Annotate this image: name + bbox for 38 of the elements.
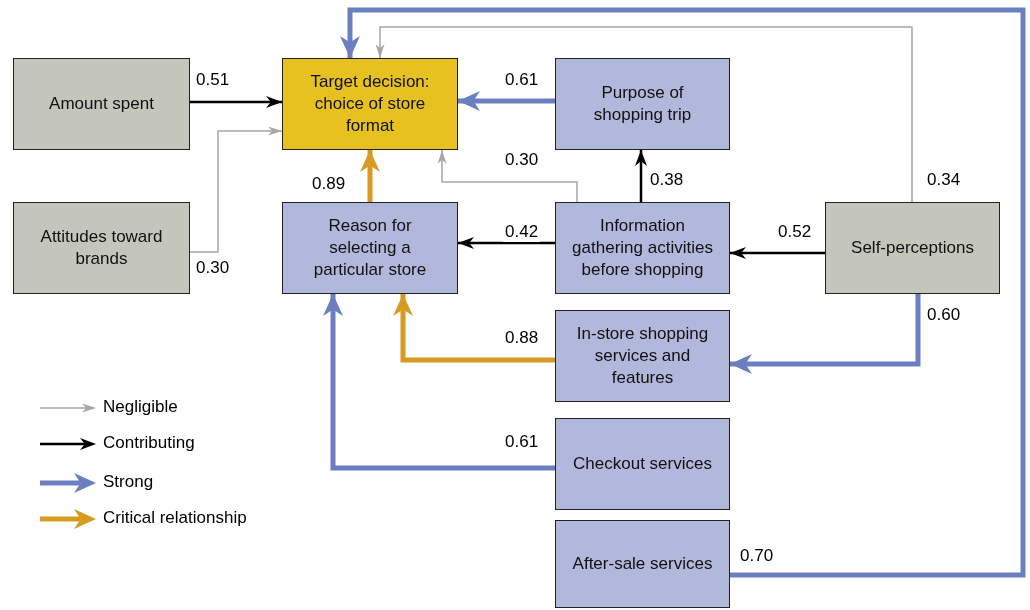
legend-label: Critical relationship <box>103 508 247 528</box>
arrow <box>340 7 1026 578</box>
node-label: Attitudes toward brands <box>39 225 164 270</box>
process-box <box>282 202 458 294</box>
arrow <box>190 96 282 108</box>
node-label: Amount spent <box>49 92 154 115</box>
legend-label: Strong <box>103 472 154 492</box>
process-box <box>555 58 730 150</box>
arrow <box>730 247 825 259</box>
node-label: Reason for selecting a particular store <box>312 214 428 282</box>
arrow <box>360 150 380 202</box>
process-box <box>555 202 730 294</box>
arrow <box>458 91 555 111</box>
arrow <box>189 126 283 253</box>
process-box <box>555 310 730 402</box>
node-label: Information gathering activities before shopping <box>571 214 714 282</box>
process-box <box>282 58 458 150</box>
process-box <box>555 418 730 510</box>
arrow <box>730 294 921 374</box>
legend-label: Contributing <box>103 433 195 453</box>
arrow <box>437 149 578 203</box>
arrow <box>323 294 555 471</box>
arrow <box>635 150 647 202</box>
arrow <box>393 294 555 363</box>
node-label: Target decision: choice of store format <box>309 70 431 138</box>
legend-label: Negligible <box>103 397 178 417</box>
arrow <box>375 26 913 203</box>
arrow <box>458 237 555 249</box>
process-box <box>825 202 1000 294</box>
node-label: After-sale services <box>572 552 713 575</box>
process-box <box>13 58 190 150</box>
node-label: Checkout services <box>573 452 712 475</box>
edge-label: 0.42 <box>503 222 541 243</box>
process-box <box>13 202 190 294</box>
node-label: Purpose of shopping trip <box>592 81 693 126</box>
node-label: Self-perceptions <box>851 236 974 259</box>
process-box <box>555 520 730 608</box>
node-label: In-store shopping services and features <box>575 322 710 390</box>
